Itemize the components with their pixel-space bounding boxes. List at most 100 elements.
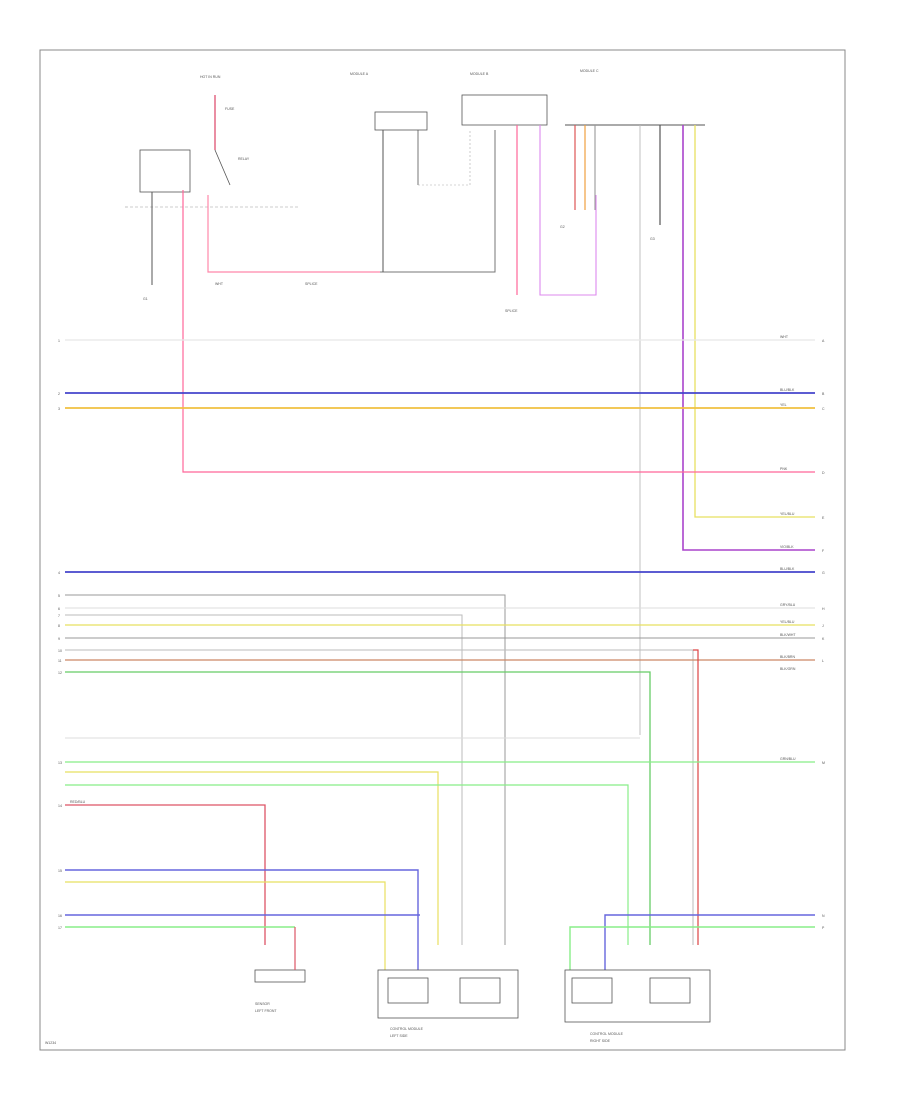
bus-gray-a (65, 594, 506, 945)
label-splice-mid: SPLICE (505, 309, 518, 313)
bus-left-pin: 9 (58, 637, 60, 641)
bus-right-pin: J (822, 624, 824, 628)
wire-label: GRN/BLU (780, 757, 796, 761)
control-module-left-sub1 (387, 977, 429, 1004)
wire-label: PNK (780, 467, 788, 471)
bus-left-pin: 14 (58, 804, 62, 808)
bottom-components: SENSOR LEFT FRONT CONTROL MODULE LEFT SI… (254, 927, 711, 1043)
sensor-left-box (254, 969, 306, 983)
wire-pink-long (182, 190, 815, 473)
label-splice-left: SPLICE (305, 282, 318, 286)
control-module-right (564, 969, 711, 1023)
bus-left-pin: 16 (58, 914, 62, 918)
wire-c-violet (682, 125, 815, 551)
module-b-box (461, 94, 548, 126)
module-a-box (374, 111, 428, 131)
bus-left-pin: 15 (58, 869, 62, 873)
wire-c-yellow (694, 125, 815, 518)
wire-label: BLU/BLK (780, 388, 795, 392)
wire-gray-return (380, 130, 496, 273)
bus-left-pin: 2 (58, 392, 60, 396)
bus-left-pin: 3 (58, 407, 60, 411)
label-fuse: FUSE (225, 107, 235, 111)
bus-blue-5 (604, 914, 815, 970)
wire-label: VIO/BLK (780, 545, 794, 549)
bus-yellow-4 (65, 881, 386, 970)
bus-right-pin: H (822, 607, 825, 611)
control-module-right-sub1 (571, 977, 613, 1004)
bus-right-pin: A (822, 339, 825, 343)
wire-label: BLK/BRN (780, 655, 795, 659)
fuse-block (139, 149, 191, 193)
bottom-component-line2: LEFT FRONT (255, 1009, 277, 1013)
bus-left-pin: 13 (58, 761, 62, 765)
bus-left-pin: 5 (58, 594, 60, 598)
bus-wires (65, 339, 815, 970)
bus-left-pin: 1 (58, 339, 60, 343)
control-module-right-sub2 (649, 977, 691, 1004)
bus-right-pin: P (822, 926, 825, 930)
bus-red (65, 804, 266, 945)
bottom-component-name: SENSOR (255, 1002, 270, 1006)
bottom-component-line2: LEFT SIDE (390, 1034, 408, 1038)
label-ground-right: G3 (650, 237, 655, 241)
wire-label: RED/BLU (70, 800, 86, 804)
wire-label: BLU/BLK (780, 567, 795, 571)
wire-label: BLK/GRN (780, 667, 796, 671)
wire-module-b-green (539, 125, 597, 296)
control-module-left (377, 969, 519, 1019)
bottom-component-name: CONTROL MODULE (590, 1032, 624, 1036)
bus-right-pin: D (822, 471, 825, 475)
wire-pink-loop (207, 195, 380, 273)
bus-left-pin: 4 (58, 571, 60, 575)
diagram-frame (39, 49, 846, 1051)
bus-left-pin: 11 (58, 659, 62, 663)
bus-right-pin: K (822, 637, 825, 641)
bus-labels-left: 1 2 3 4 5 6 7 8 9 10 11 12 13 14 15 16 1… (58, 339, 62, 930)
bus-gray-d (65, 649, 694, 945)
bus-right-pin: C (822, 407, 825, 411)
wire-label: YEL/BLU (780, 620, 795, 624)
bus-green (65, 671, 651, 945)
top-section: HOT IN RUN FUSE RELAY G1 WHT SPLICE MODU… (125, 69, 815, 735)
wire-label: YEL (780, 403, 787, 407)
bus-green-3 (65, 784, 629, 945)
bus-right-pin: G (822, 571, 825, 575)
label-module-a: MODULE A (350, 72, 369, 76)
bus-right-pin: E (822, 516, 825, 520)
bus-blue-3 (65, 869, 419, 970)
bus-red-vert (693, 649, 699, 945)
bus-green-5 (569, 926, 815, 970)
wire-labels: WHT BLU/BLK YEL PNK YEL/BLU VIO/BLK BLU/… (70, 335, 796, 804)
bus-left-pin: 7 (58, 614, 60, 618)
label-module-b: MODULE B (470, 72, 489, 76)
bus-right-pin: B (822, 392, 825, 396)
bus-left-pin: 12 (58, 671, 62, 675)
wire-label: YEL/BLU (780, 512, 795, 516)
bus-right-pin: N (822, 914, 825, 918)
label-ground-mid: G2 (560, 225, 565, 229)
label-relay: RELAY (238, 157, 250, 161)
label-hot-in-run: HOT IN RUN (200, 75, 221, 79)
bus-right-pin: L (822, 659, 824, 663)
bus-yellow-3 (65, 771, 439, 945)
wire-label: BLK/WHT (780, 633, 796, 637)
wire-label: GRY/BLU (780, 603, 796, 607)
wire-label: WHT (780, 335, 789, 339)
bus-right-pin: M (822, 761, 825, 765)
bus-left-pin: 8 (58, 624, 60, 628)
bus-left-pin: 6 (58, 607, 60, 611)
page-id: W1234 (45, 1041, 56, 1045)
bus-left-pin: 10 (58, 649, 62, 653)
label-module-c: MODULE C (580, 69, 599, 73)
wire-switch (214, 149, 231, 186)
bottom-component-name: CONTROL MODULE (390, 1027, 424, 1031)
label-ground-left: G1 (143, 297, 148, 301)
bus-gray-c (65, 614, 463, 945)
bus-left-pin: 17 (58, 926, 62, 930)
label-wire-top-left: WHT (215, 282, 224, 286)
bus-right-pin: F (822, 549, 824, 553)
module-a-link (418, 130, 471, 186)
bottom-component-line2: RIGHT SIDE (590, 1039, 611, 1043)
